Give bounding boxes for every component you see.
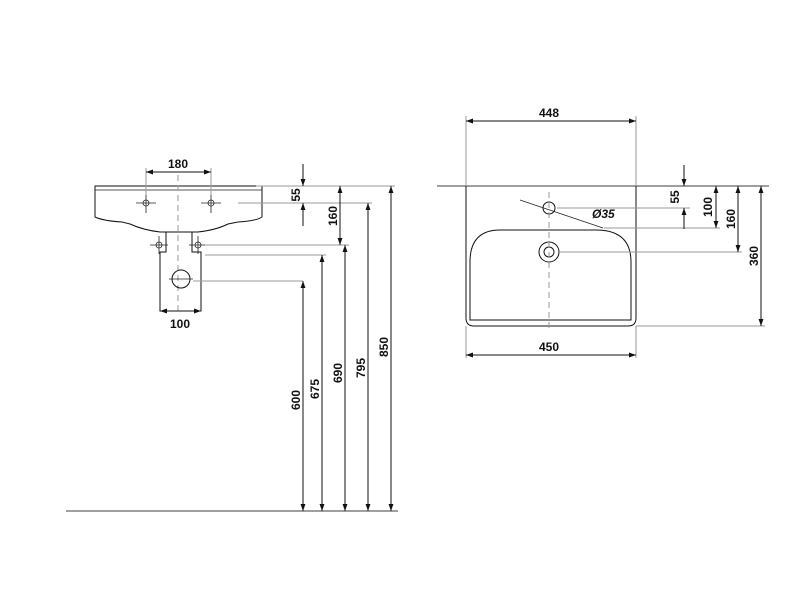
dim-label-plan-160: 160 bbox=[724, 209, 738, 229]
dim-label-795: 795 bbox=[354, 358, 368, 378]
tap-hole-right-mark bbox=[201, 193, 221, 213]
dim-label-450: 450 bbox=[539, 340, 559, 354]
dim-label-plan-360: 360 bbox=[747, 246, 761, 266]
dim-label-plan-100: 100 bbox=[701, 197, 715, 217]
dim-label-plan-55: 55 bbox=[668, 190, 682, 204]
fixing-bolt-left-mark bbox=[150, 236, 168, 254]
dim-label-448: 448 bbox=[539, 106, 559, 120]
plan-view: 448 450 Ø35 55 100 160 360 bbox=[437, 106, 769, 358]
front-elevation-view: 180 100 55 160 600 675 690 795 850 bbox=[66, 157, 398, 512]
dim-label-hole-diameter: Ø35 bbox=[592, 207, 615, 221]
dim-label-850: 850 bbox=[377, 337, 391, 357]
tap-hole-left-mark bbox=[136, 193, 156, 213]
basin-front-outline bbox=[94, 185, 263, 233]
dim-label-160: 160 bbox=[326, 206, 340, 226]
dim-label-690: 690 bbox=[331, 363, 345, 383]
bowl-plan-outline bbox=[469, 229, 632, 321]
dim-label-600: 600 bbox=[289, 390, 303, 410]
dim-label-675: 675 bbox=[308, 379, 322, 399]
dim-label-tap-spacing: 180 bbox=[168, 157, 188, 171]
dim-label-55: 55 bbox=[289, 188, 303, 202]
basin-plan-outline bbox=[465, 186, 637, 327]
dim-label-trap-width: 100 bbox=[170, 317, 190, 331]
